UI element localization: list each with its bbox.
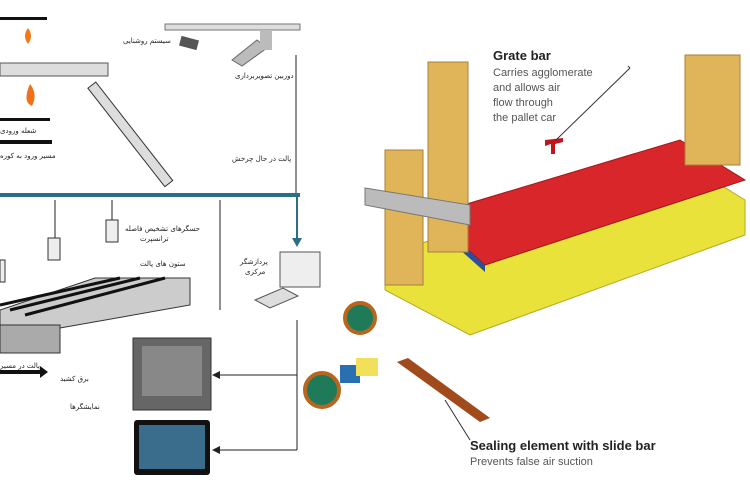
label-displays: نمایشگرها bbox=[70, 403, 100, 411]
arrow-icon bbox=[292, 238, 302, 247]
ceiling-rail bbox=[164, 23, 301, 31]
sensor bbox=[0, 259, 6, 283]
label-processor-2: مرکزی bbox=[245, 268, 266, 276]
grate-bar-title: Grate bar bbox=[493, 48, 551, 63]
label-pallet-columns: ستون های پالت bbox=[140, 260, 186, 268]
desc-line: the pallet car bbox=[493, 112, 556, 124]
label-processor: پردازشگر bbox=[240, 258, 268, 266]
label-pallet-path: پالت در مسیر bbox=[0, 362, 41, 370]
desc-line: Carries agglomerate bbox=[493, 67, 593, 79]
computer-icon bbox=[279, 251, 321, 288]
lamp-icon bbox=[179, 35, 199, 51]
furnace bbox=[0, 17, 109, 144]
sealing-element bbox=[397, 358, 490, 422]
grate-bar-desc: Carries agglomerate and allows air flow … bbox=[493, 66, 593, 126]
grate-bar-part bbox=[545, 138, 563, 154]
sealing-desc: Prevents false air suction bbox=[470, 456, 593, 468]
wheel bbox=[343, 301, 377, 335]
label-rotating-pallet: پالت در حال چرخش bbox=[232, 155, 292, 163]
pallet-car bbox=[303, 54, 747, 422]
desc-line: flow through bbox=[493, 97, 553, 109]
flame-icon bbox=[25, 28, 31, 44]
label-distance-sensors: حسگرهای تشخیص فاصله bbox=[125, 225, 200, 233]
label-flame-inlet: شعله ورودی bbox=[0, 127, 37, 135]
label-lighting: سیستم روشنایی bbox=[123, 37, 171, 45]
desc-line: and allows air bbox=[493, 82, 561, 94]
data-bus bbox=[0, 193, 300, 197]
arrow-icon bbox=[0, 366, 48, 378]
label-distance-sensors-2: ترانسپرت bbox=[140, 235, 169, 243]
sensor bbox=[47, 237, 61, 261]
sealing-title: Sealing element with slide bar bbox=[470, 438, 656, 453]
wheel bbox=[303, 371, 341, 409]
conveyor bbox=[0, 277, 191, 329]
label-camera: دوربین تصویربرداری bbox=[235, 72, 294, 80]
side-wall bbox=[384, 149, 424, 286]
rotating-pallet bbox=[87, 81, 174, 188]
flame-icon bbox=[26, 84, 35, 106]
side-wall bbox=[684, 54, 741, 166]
label-power: برق کشید bbox=[60, 375, 89, 383]
label-inlet-path: مسیر ورود به کوره bbox=[0, 152, 56, 160]
sensor bbox=[105, 219, 119, 243]
